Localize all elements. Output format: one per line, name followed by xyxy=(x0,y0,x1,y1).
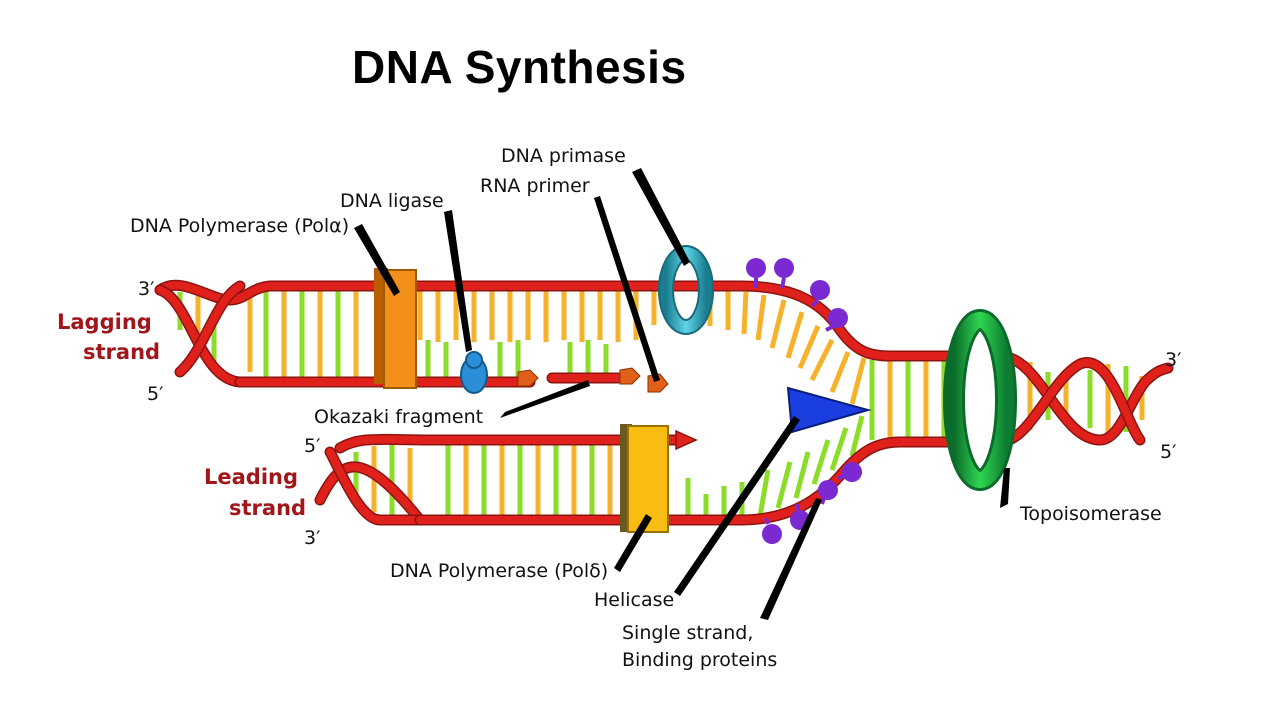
end-leading-5prime: 5′ xyxy=(304,435,320,457)
end-lagging-3prime: 3′ xyxy=(138,278,154,300)
label-lagging-line1: Lagging xyxy=(57,310,152,334)
label-topoisomerase: Topoisomerase xyxy=(1019,503,1162,525)
dna-primase-ring xyxy=(658,245,714,335)
label-dna-polymerase-delta: DNA Polymerase (Polδ) xyxy=(390,560,608,582)
page-title: DNA Synthesis xyxy=(352,41,687,93)
parental-right-twist xyxy=(994,350,1174,448)
leading-left-twist xyxy=(314,446,436,526)
dna-ligase-shape xyxy=(460,351,488,394)
label-helicase: Helicase xyxy=(594,589,674,611)
helicase-wedge xyxy=(786,386,872,434)
leading-top-backbone xyxy=(334,429,698,454)
label-dna-polymerase-alpha: DNA Polymerase (Polα) xyxy=(130,215,349,237)
label-ssb-line1: Single strand, xyxy=(622,622,753,644)
label-ssb-line2: Binding proteins xyxy=(622,649,777,671)
label-okazaki-fragment: Okazaki fragment xyxy=(314,406,483,428)
label-dna-primase: DNA primase xyxy=(501,145,626,167)
lagging-left-twist xyxy=(154,280,246,388)
label-pointers xyxy=(354,168,1010,620)
end-right-3prime: 3′ xyxy=(1165,349,1181,371)
end-leading-3prime: 3′ xyxy=(304,527,320,549)
leading-bottom-backbone xyxy=(414,436,966,526)
topoisomerase-ring xyxy=(943,309,1017,491)
label-lagging-line2: strand xyxy=(83,340,160,364)
lagging-top-backbone xyxy=(154,279,966,362)
label-leading-line2: strand xyxy=(229,496,306,520)
end-lagging-5prime: 5′ xyxy=(147,383,163,405)
end-right-5prime: 5′ xyxy=(1160,441,1176,463)
dna-polymerase-alpha-block xyxy=(374,268,417,389)
label-rna-primer: RNA primer xyxy=(480,175,590,197)
label-dna-ligase: DNA ligase xyxy=(340,190,444,212)
dna-polymerase-delta-block xyxy=(620,424,669,533)
rna-primer-pieces xyxy=(517,367,669,393)
single-strand-binding-proteins xyxy=(746,258,862,544)
lagging-bottom-fragments xyxy=(234,372,634,388)
label-leading-line1: Leading xyxy=(204,465,298,489)
